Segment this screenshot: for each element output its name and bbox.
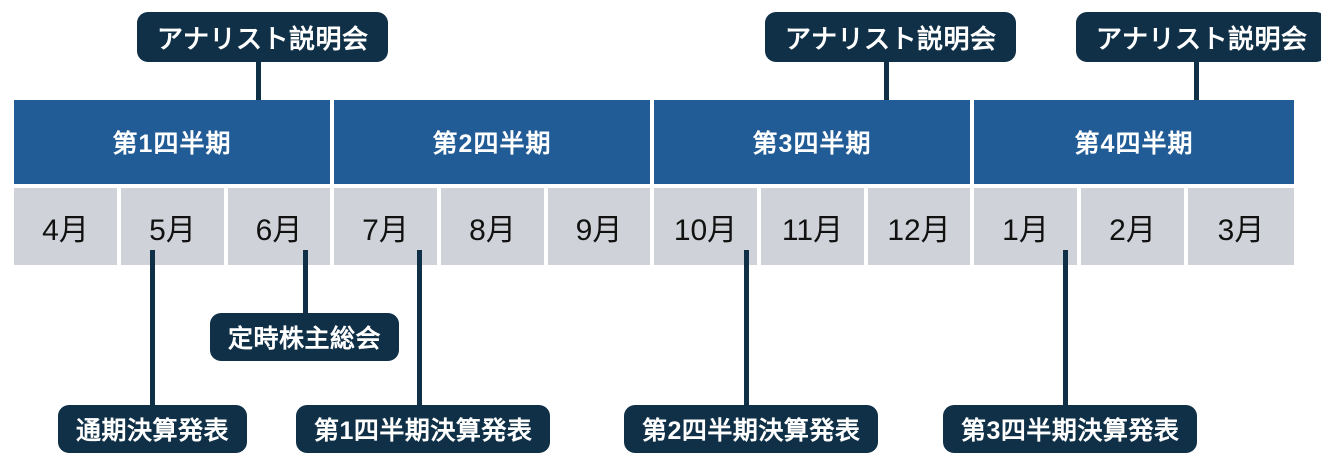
callout-ordinary-shareholders-meeting[interactable]: 定時株主総会	[210, 313, 400, 361]
callout-analyst-briefing-q4[interactable]: アナリスト説明会	[1076, 12, 1321, 62]
month-label: 7月	[362, 213, 409, 247]
quarter-segment-q2[interactable]: 第2四半期	[334, 100, 650, 184]
callout-q3-results-announcement[interactable]: 第3四半期決算発表	[943, 405, 1198, 453]
callout-label: アナリスト説明会	[785, 23, 997, 54]
month-cell-6[interactable]: 6月	[228, 188, 330, 265]
month-cell-1[interactable]: 1月	[974, 188, 1077, 265]
month-label: 4月	[42, 213, 89, 247]
connector-line-analyst-1	[256, 62, 261, 124]
callout-label: 第3四半期決算発表	[961, 417, 1180, 445]
quarter-label: 第1四半期	[112, 130, 232, 158]
connector-line-analyst-2	[884, 62, 889, 124]
month-label: 9月	[575, 213, 623, 247]
quarter-label: 第4四半期	[1074, 130, 1194, 158]
quarter-segment-q1[interactable]: 第1四半期	[14, 100, 330, 184]
callout-label: 通期決算発表	[76, 417, 230, 445]
quarter-segment-q3[interactable]: 第3四半期	[654, 100, 970, 184]
callout-analyst-briefing-q3[interactable]: アナリスト説明会	[765, 12, 1017, 62]
month-cell-3[interactable]: 3月	[1188, 188, 1294, 265]
month-label: 10月	[673, 213, 738, 247]
month-cell-12[interactable]: 12月	[868, 188, 970, 265]
month-label: 12月	[887, 213, 951, 247]
month-cell-4[interactable]: 4月	[14, 188, 117, 265]
month-label: 3月	[1217, 213, 1265, 247]
callout-q2-results-announcement[interactable]: 第2四半期決算発表	[624, 405, 879, 453]
connector-line-q2-results	[744, 250, 749, 408]
month-label: 1月	[1002, 213, 1049, 247]
month-label: 6月	[255, 213, 303, 247]
callout-label: 第1四半期決算発表	[314, 417, 533, 445]
callout-fullyear-results-announcement[interactable]: 通期決算発表	[58, 405, 248, 453]
month-cell-9[interactable]: 9月	[548, 188, 650, 265]
month-label: 5月	[149, 213, 196, 247]
connector-line-analyst-3	[1194, 62, 1199, 124]
callout-label: アナリスト説明会	[1096, 23, 1308, 54]
month-cell-5[interactable]: 5月	[121, 188, 224, 265]
quarter-segment-q4[interactable]: 第4四半期	[974, 100, 1294, 184]
callout-q1-results-announcement[interactable]: 第1四半期決算発表	[296, 405, 551, 453]
quarter-label: 第3四半期	[752, 130, 872, 158]
month-cell-10[interactable]: 10月	[654, 188, 757, 265]
quarter-label: 第2四半期	[432, 130, 552, 158]
connector-line-fullyear-results	[150, 250, 155, 408]
month-cell-2[interactable]: 2月	[1081, 188, 1184, 265]
month-label: 11月	[781, 213, 844, 247]
callout-label: アナリスト説明会	[157, 23, 369, 54]
connector-line-shareholders-meeting	[303, 250, 308, 315]
callout-analyst-briefing-q1[interactable]: アナリスト説明会	[137, 12, 389, 62]
month-label: 2月	[1109, 213, 1156, 247]
connector-line-q3-results	[1063, 250, 1068, 408]
callout-label: 第2四半期決算発表	[642, 417, 861, 445]
month-cell-11[interactable]: 11月	[761, 188, 864, 265]
month-label: 8月	[469, 213, 516, 247]
callout-label: 定時株主総会	[228, 325, 382, 353]
month-cell-8[interactable]: 8月	[441, 188, 544, 265]
connector-line-q1-results	[417, 250, 422, 408]
